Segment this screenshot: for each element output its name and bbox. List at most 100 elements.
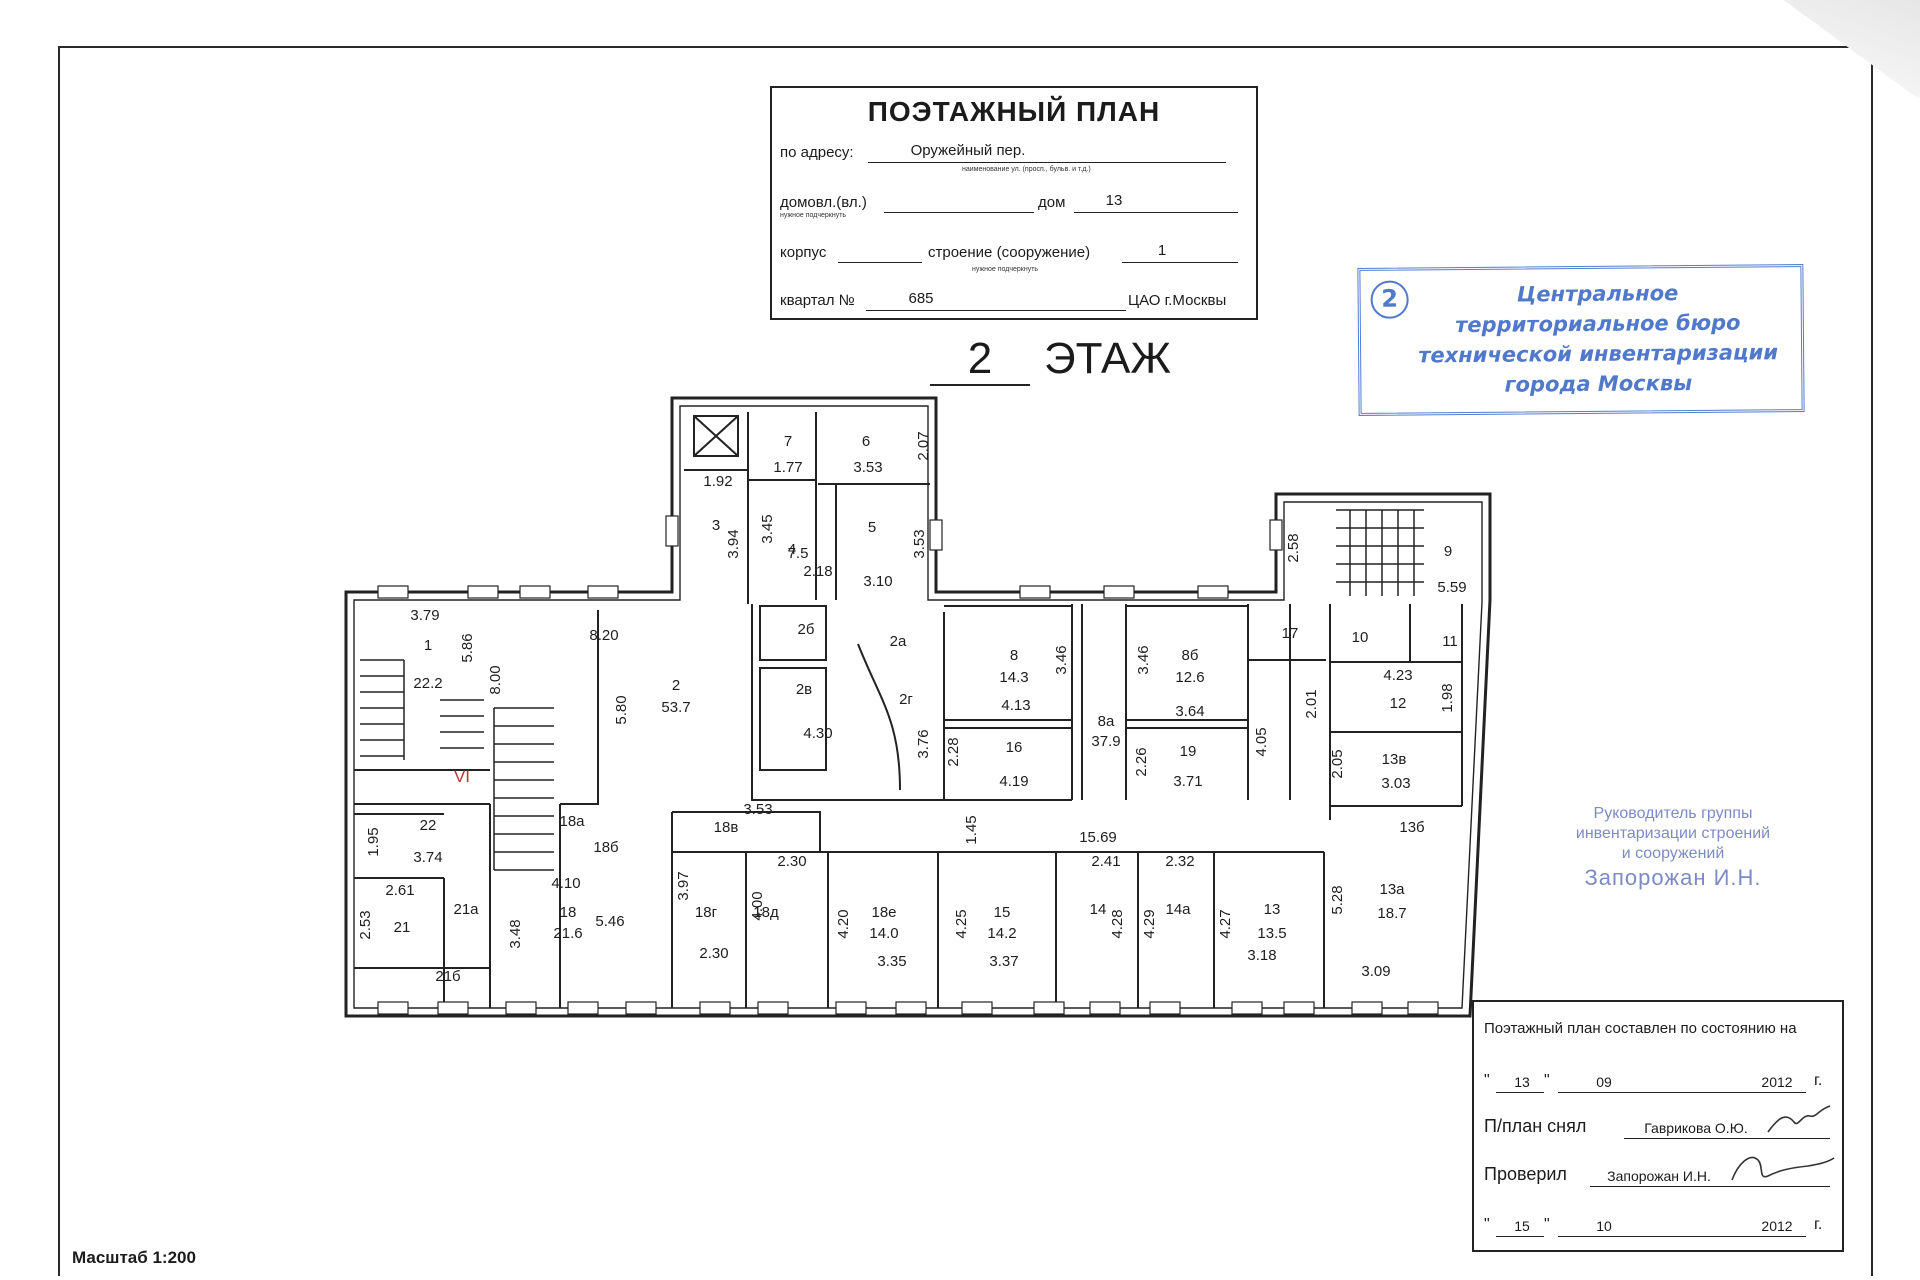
surveyed-label: П/план снял: [1484, 1116, 1587, 1136]
plan-label: 3.18: [1247, 947, 1276, 964]
title-block: ПОЭТАЖНЫЙ ПЛАН по адресу: Оружейный пер.…: [770, 86, 1258, 320]
stroenie-hint: нужное подчеркнуть: [972, 266, 1039, 273]
plan-labels: 3.79122.25.868.008.20253.75.80VI221.953.…: [357, 431, 1467, 985]
address-row: по адресу:: [780, 144, 1246, 161]
window: [519, 585, 551, 599]
plan-walls: [344, 396, 1492, 1018]
plan-label: 4.05: [1253, 727, 1270, 756]
plan-label: 22.2: [413, 675, 442, 692]
plan-label: 3.48: [507, 919, 524, 948]
domovl-hint: нужное подчеркнуть: [780, 212, 847, 219]
plan-label: 7.5: [788, 545, 809, 562]
partition: [684, 412, 930, 604]
plan-label: 5.80: [613, 695, 630, 724]
plan-label: 3.53: [853, 459, 882, 476]
window: [1407, 1001, 1439, 1015]
drawing-sheet-frame: [58, 46, 1873, 1276]
window: [467, 585, 499, 599]
plan-label: 2.53: [357, 910, 374, 939]
date2-quote: ": [1544, 1216, 1550, 1233]
window: [377, 585, 409, 599]
plan-label: 4.30: [803, 725, 832, 742]
head-of-group-stamp: Руководитель группы инвентаризации строе…: [1508, 804, 1838, 890]
house-row: домовл.(вл.): [780, 194, 1246, 211]
date2-year-underline: [1748, 1236, 1806, 1237]
window: [929, 519, 943, 551]
stroenie-label: строение (сооружение): [928, 244, 1091, 261]
plan-label: 5.59: [1437, 579, 1466, 596]
domovl-label: домовл.(вл.): [780, 194, 867, 211]
plan-label: 2г: [899, 691, 913, 708]
plan-label: 3.74: [413, 849, 442, 866]
plan-label: 8а: [1098, 713, 1115, 730]
plan-label: 3.03: [1381, 775, 1410, 792]
plan-label: 1.77: [773, 459, 802, 476]
korpus-underline: [838, 262, 922, 263]
plan-label: 4.23: [1383, 667, 1412, 684]
plan-label: 4.19: [999, 773, 1028, 790]
head-stamp-name: Запорожан И.Н.: [1584, 865, 1762, 890]
date1-day-underline: [1496, 1092, 1544, 1093]
plan-label: 4.00: [749, 891, 766, 920]
outer-wall-inner: [353, 405, 1483, 1009]
plan-label: 2.28: [945, 737, 962, 766]
plan-label: 2.18: [803, 563, 832, 580]
dom-label: дом: [1038, 194, 1066, 211]
plan-label: 3.37: [989, 953, 1018, 970]
plan-label: 2а: [890, 633, 907, 650]
plan-label: 7: [784, 433, 792, 450]
window: [895, 1001, 927, 1015]
plan-label: 3.46: [1053, 645, 1070, 674]
window: [377, 1001, 409, 1015]
plan-label: 4.29: [1141, 909, 1158, 938]
plan-label: 14.0: [869, 925, 898, 942]
window: [1103, 585, 1135, 599]
plan-label: 3.79: [410, 607, 439, 624]
plan-label: 13.5: [1257, 925, 1286, 942]
checked-label: Проверил: [1484, 1164, 1567, 1184]
plan-label: 18в: [714, 819, 739, 836]
plan-label: 2.30: [777, 853, 806, 870]
window: [835, 1001, 867, 1015]
plan-label: 3: [712, 517, 720, 534]
plan-label: 8.20: [589, 627, 618, 644]
plan-label: 2.58: [1285, 533, 1302, 562]
plan-label: 3.45: [759, 514, 776, 543]
plan-label: 4: [788, 541, 796, 558]
surveyed-by: Гаврикова О.Ю.: [1644, 1120, 1748, 1136]
plan-label: 1.95: [365, 827, 382, 856]
dom-underline: [1074, 212, 1238, 213]
address-hint: наименование ул. (просп., бульв. и т.д.): [962, 166, 1091, 173]
district-label: ЦАО г.Москвы: [1128, 292, 1227, 309]
window: [757, 1001, 789, 1015]
stroenie-value: 1: [1157, 242, 1167, 259]
window: [1283, 1001, 1315, 1015]
plan-label: 2в: [796, 681, 812, 698]
corridor-curve: [857, 643, 901, 791]
plan-label: 2.61: [385, 882, 414, 899]
floor-number: 2: [930, 334, 1030, 386]
approval-block: Поэтажный план составлен по состоянию на…: [1472, 1000, 1844, 1252]
window: [1019, 585, 1051, 599]
plan-label: 2.07: [915, 431, 932, 460]
checker-signature: [1731, 1156, 1835, 1181]
plan-label: 1.98: [1439, 683, 1456, 712]
address-label: по адресу:: [780, 144, 854, 161]
plan-label: 18: [560, 904, 577, 921]
plan-label: 15: [994, 904, 1011, 921]
window: [665, 515, 679, 547]
date2-row: ": [1484, 1216, 1490, 1233]
date1-day: 13: [1514, 1074, 1530, 1090]
scale-label: Масштаб 1:200: [72, 1248, 196, 1267]
plan-label: 3.76: [915, 729, 932, 758]
plan-label: 14: [1090, 901, 1107, 918]
plan-label: 5.28: [1329, 885, 1346, 914]
plan-label: 4.13: [1001, 697, 1030, 714]
date2-year: 2012: [1761, 1218, 1793, 1234]
plan-label: 8б: [1182, 647, 1199, 664]
plan-label: 2.05: [1329, 749, 1346, 778]
plan-label: 12.6: [1175, 669, 1204, 686]
window: [1149, 1001, 1181, 1015]
